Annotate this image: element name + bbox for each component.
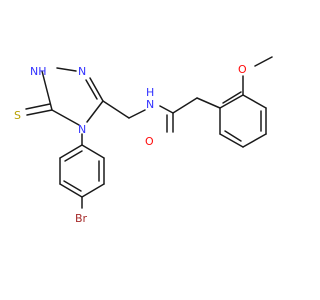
bond-aryl-6 [59,144,83,159]
bond-aryl-4 [59,183,83,198]
bond-aryl2-4 [242,133,267,148]
atom-n-ring-upper: N [78,65,86,78]
atom-o-carbonyl: O [145,135,154,148]
bond-ring-n-n [56,67,77,72]
atom-n-ring-lower: N [78,123,86,136]
bond-carbonyl-ch2 [172,97,198,114]
atom-h-amide: H [146,86,154,99]
bond-aryl2-5-inner [224,130,242,142]
bond-nh-carbonyl [159,105,174,114]
atom-nh-label: NH [30,65,47,78]
bond-aryl2-1-inner [222,91,242,104]
bond-c-s-double-b [25,103,51,110]
bond-ring-c5-n-double [89,77,104,102]
bond-aryl-3 [81,183,105,198]
bond-aryl2-2 [242,94,267,109]
bond-ring-c5-n-double-inner [85,79,98,100]
bond-c5-ch2 [102,100,130,119]
atom-s-thione: S [14,109,21,122]
bond-c-s-double-a [26,109,53,116]
bond-ring-c2-n4 [51,109,80,126]
atom-label-layer: NH N N S N H O O Br [14,63,247,225]
bond-aryl-1 [81,144,105,159]
bond-ch2-nh [128,109,146,119]
bond-ring-n4-c5 [86,100,104,123]
bond-aryl2-5 [219,133,244,148]
bond-aryl2-1 [219,94,244,109]
atom-o-ether: O [238,63,247,76]
bond-aryl-4-inner [63,180,82,192]
atom-n-amide: N [146,98,154,111]
bond-aryl-6-inner [64,150,83,162]
bond-ch2-aryl2 [196,97,221,109]
atom-br: Br [75,212,88,225]
molecule-structure-diagram: NH N N S N H O O Br [14,56,273,225]
bond-o-methyl [254,56,273,67]
bond-layer [25,56,273,209]
